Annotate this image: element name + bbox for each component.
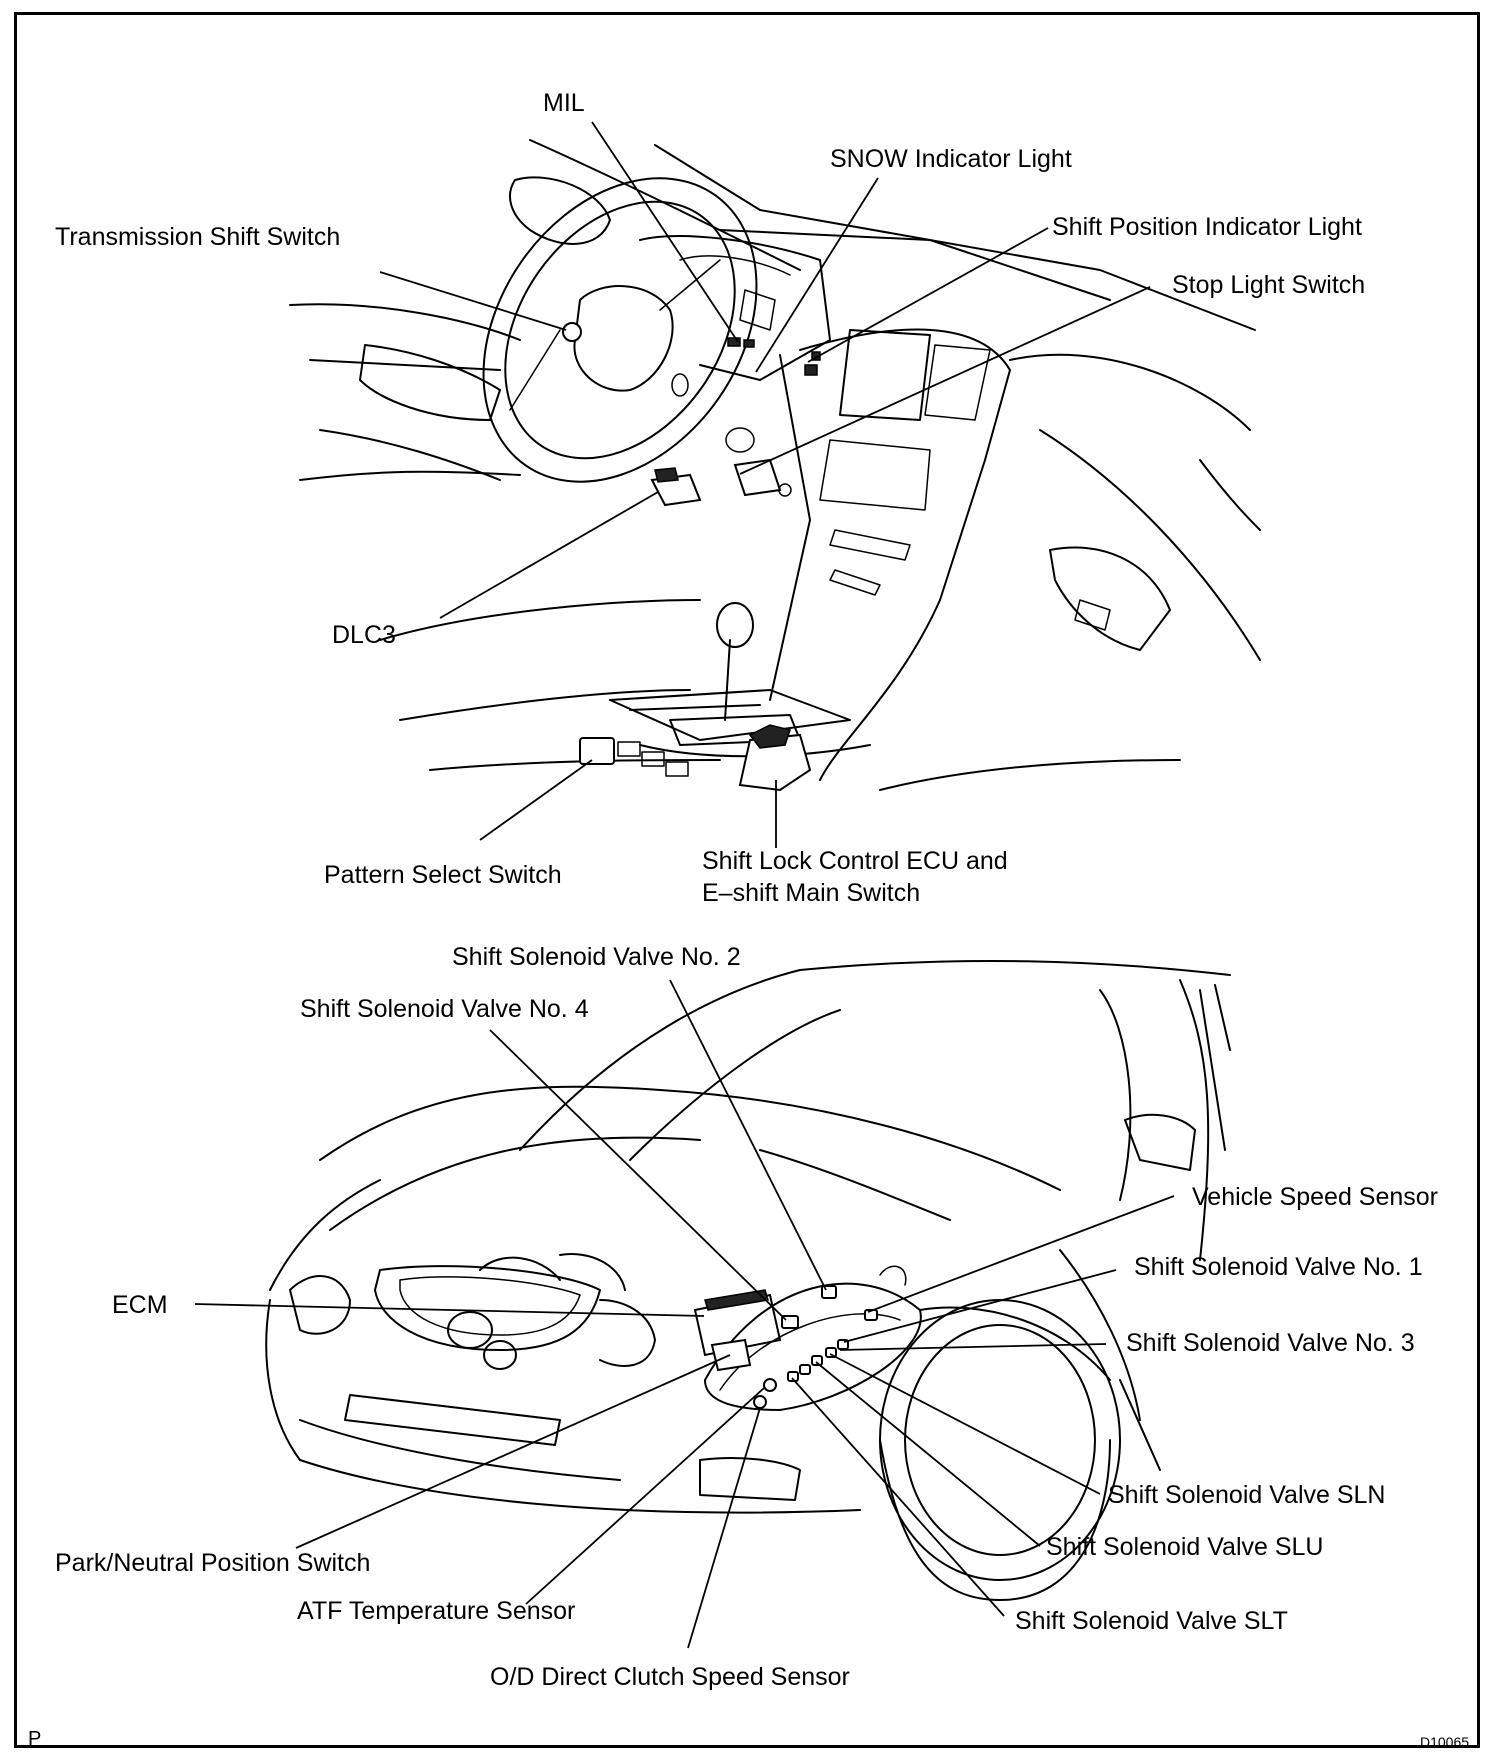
vehicle-leader-lines	[194, 979, 1175, 1649]
label-shift-solenoid-no1: Shift Solenoid Valve No. 1	[1134, 1253, 1423, 1281]
label-dlc3: DLC3	[332, 621, 396, 649]
label-shift-solenoid-slu: Shift Solenoid Valve SLU	[1046, 1533, 1324, 1561]
label-ecm: ECM	[112, 1291, 168, 1319]
label-transmission-shift-switch: Transmission Shift Switch	[55, 223, 341, 251]
interior-view	[289, 139, 1261, 792]
label-od-direct-clutch-speed-sensor: O/D Direct Clutch Speed Sensor	[490, 1663, 850, 1691]
figure-border	[14, 12, 1480, 1748]
label-stop-light-switch: Stop Light Switch	[1172, 271, 1366, 299]
label-shift-solenoid-sln: Shift Solenoid Valve SLN	[1108, 1481, 1386, 1509]
vehicle-view	[265, 959, 1231, 1601]
label-park-neutral-position-switch: Park/Neutral Position Switch	[55, 1549, 371, 1577]
label-e-shift-main-switch: E–shift Main Switch	[702, 879, 921, 907]
label-shift-lock-control-ecu: Shift Lock Control ECU and	[702, 847, 1008, 875]
label-mil: MIL	[543, 89, 585, 117]
footer-left-mark: P	[28, 1728, 42, 1750]
label-atf-temperature-sensor: ATF Temperature Sensor	[297, 1597, 576, 1625]
label-shift-solenoid-no4: Shift Solenoid Valve No. 4	[300, 995, 589, 1023]
label-shift-solenoid-slt: Shift Solenoid Valve SLT	[1015, 1607, 1288, 1635]
figure-id: D10065	[1420, 1734, 1470, 1750]
label-shift-solenoid-no3: Shift Solenoid Valve No. 3	[1126, 1329, 1415, 1357]
label-snow-indicator-light: SNOW Indicator Light	[830, 145, 1072, 173]
label-vehicle-speed-sensor: Vehicle Speed Sensor	[1192, 1183, 1439, 1211]
label-shift-position-indicator-light: Shift Position Indicator Light	[1052, 213, 1362, 241]
label-pattern-select-switch: Pattern Select Switch	[324, 861, 562, 889]
label-shift-solenoid-no2: Shift Solenoid Valve No. 2	[452, 943, 741, 971]
interior-leader-lines	[379, 121, 1151, 848]
